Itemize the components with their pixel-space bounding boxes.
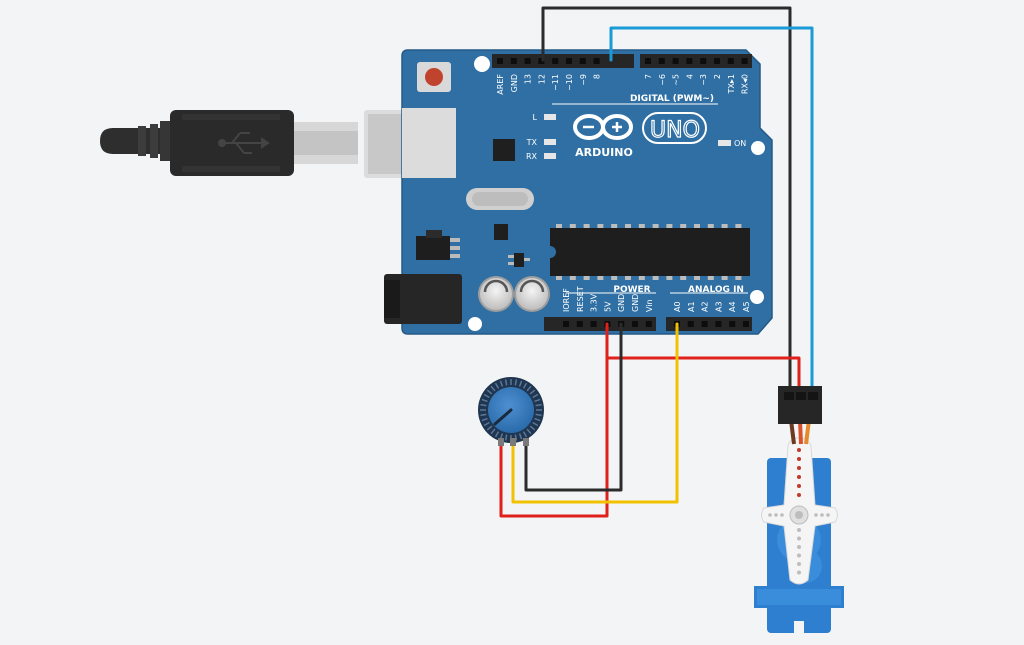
digital-header-label: DIGITAL (PWM~) xyxy=(630,94,714,104)
digital-socket[interactable] xyxy=(510,58,517,64)
digital-pin-label: 8 xyxy=(593,74,602,79)
wire-yellow-a0-potentiometer[interactable] xyxy=(511,322,679,504)
digital-pin-label: 13 xyxy=(524,74,533,84)
digital-pin-label: ~6 xyxy=(658,74,667,86)
usb-controller-chip xyxy=(493,139,515,161)
svg-text:ON: ON xyxy=(734,139,746,148)
digital-socket[interactable] xyxy=(497,58,503,64)
power-header: IOREF RESET 3.3V 5V GND GND Vin xyxy=(544,286,656,331)
analog-pin-label: A1 xyxy=(687,301,696,312)
power-socket[interactable] xyxy=(645,321,652,327)
digital-socket[interactable] xyxy=(552,58,559,64)
potentiometer-legs xyxy=(498,438,529,446)
power-jack xyxy=(384,274,462,324)
wire-black-gnd-servo[interactable] xyxy=(541,6,792,394)
digital-pin-label: ~5 xyxy=(672,74,681,86)
svg-text:L: L xyxy=(533,113,538,122)
power-pin-label: GND xyxy=(617,294,626,312)
digital-socket[interactable] xyxy=(579,58,586,64)
led-on: ON xyxy=(718,139,746,148)
power-pin-label: 5V xyxy=(603,301,612,312)
digital-socket[interactable] xyxy=(741,58,748,64)
digital-pin-label: ~10 xyxy=(565,74,574,91)
servo-connector xyxy=(778,386,822,424)
power-header-label: POWER xyxy=(613,285,650,295)
power-pin-label: IOREF xyxy=(562,288,571,312)
digital-pin-label: ~9 xyxy=(579,74,588,86)
reset-button[interactable] xyxy=(417,62,451,92)
usb-symbol-icon xyxy=(218,132,270,154)
power-pin-label: 3.3V xyxy=(590,293,599,312)
servo-motor[interactable] xyxy=(754,437,844,635)
power-pin-label: GND xyxy=(631,294,640,312)
usb-port xyxy=(402,108,456,178)
arduino-logo: ARDUINO xyxy=(573,114,633,159)
svg-text:TX: TX xyxy=(526,138,538,147)
analog-pin-label: A0 xyxy=(673,301,682,312)
servo-horn xyxy=(761,437,838,585)
digital-pin-label: 4 xyxy=(685,74,694,79)
analog-header: A0 A1 A2 A3 A4 A5 xyxy=(666,301,752,331)
digital-header: AREF GND 13 12 ~11 ~10 ~9 8 7 ~6 ~5 4 ~3 2 TX▸1 RX◂0 xyxy=(492,54,752,95)
transistor xyxy=(508,253,530,267)
wire-red-5v-servo[interactable] xyxy=(605,322,801,394)
digital-pin-label: AREF xyxy=(496,74,505,95)
analog-socket[interactable] xyxy=(701,321,708,327)
arduino-uno-board[interactable]: L TX RX ON ARDUINO UNO xyxy=(384,49,773,335)
digital-pin-label: 7 xyxy=(644,74,653,79)
wire-blue-pin9-servo[interactable] xyxy=(609,26,814,394)
small-chip xyxy=(494,224,508,240)
analog-socket[interactable] xyxy=(687,321,694,327)
analog-socket[interactable] xyxy=(715,321,722,327)
potentiometer-pointer xyxy=(493,408,513,426)
digital-pin-label: 2 xyxy=(713,74,722,79)
led-rx: RX xyxy=(526,152,556,161)
digital-socket[interactable] xyxy=(700,58,707,64)
analog-header-label: ANALOG IN xyxy=(688,285,744,295)
digital-pin-label: ~3 xyxy=(699,74,708,86)
digital-socket[interactable] xyxy=(658,58,665,64)
digital-socket[interactable] xyxy=(593,58,600,64)
analog-socket[interactable] xyxy=(729,321,736,327)
uno-logo: UNO xyxy=(642,112,707,144)
digital-socket[interactable] xyxy=(538,58,545,64)
power-pin-label: RESET xyxy=(576,286,585,312)
power-socket[interactable] xyxy=(632,321,638,327)
svg-text:RX: RX xyxy=(526,152,538,161)
analog-pin-label: A4 xyxy=(728,301,737,312)
digital-socket[interactable] xyxy=(672,58,679,64)
digital-pin-label: GND xyxy=(510,74,519,92)
digital-pin-label: 12 xyxy=(537,74,546,84)
voltage-regulator xyxy=(416,230,460,260)
wire-black-gnd-potentiometer[interactable] xyxy=(524,322,623,492)
analog-socket[interactable] xyxy=(743,321,749,327)
digital-socket[interactable] xyxy=(524,58,531,64)
digital-socket[interactable] xyxy=(727,58,734,64)
digital-pin-label: TX▸1 xyxy=(727,74,736,94)
analog-pin-label: A5 xyxy=(742,301,751,312)
analog-pin-label: A3 xyxy=(714,301,723,312)
microcontroller-chip xyxy=(550,224,750,280)
power-socket[interactable] xyxy=(563,321,569,327)
digital-pin-label: RX◂0 xyxy=(741,74,750,94)
infinity-logo-icon xyxy=(573,114,633,140)
digital-socket[interactable] xyxy=(566,58,572,64)
svg-text:UNO: UNO xyxy=(650,118,700,143)
power-socket[interactable] xyxy=(590,321,597,327)
wire-red-5v-potentiometer[interactable] xyxy=(499,356,609,518)
potentiometer[interactable] xyxy=(478,377,544,443)
digital-socket[interactable] xyxy=(714,58,720,64)
led-l: L xyxy=(533,113,556,122)
capacitor xyxy=(478,276,550,312)
analog-pin-label: A2 xyxy=(701,301,710,312)
digital-pin-label: ~11 xyxy=(551,74,560,91)
digital-socket[interactable] xyxy=(686,58,693,64)
led-tx: TX xyxy=(526,138,556,147)
crystal-oscillator xyxy=(466,188,534,210)
power-socket[interactable] xyxy=(576,321,583,327)
digital-socket[interactable] xyxy=(645,58,651,64)
power-pin-label: Vin xyxy=(645,299,654,312)
svg-text:ARDUINO: ARDUINO xyxy=(575,146,633,159)
